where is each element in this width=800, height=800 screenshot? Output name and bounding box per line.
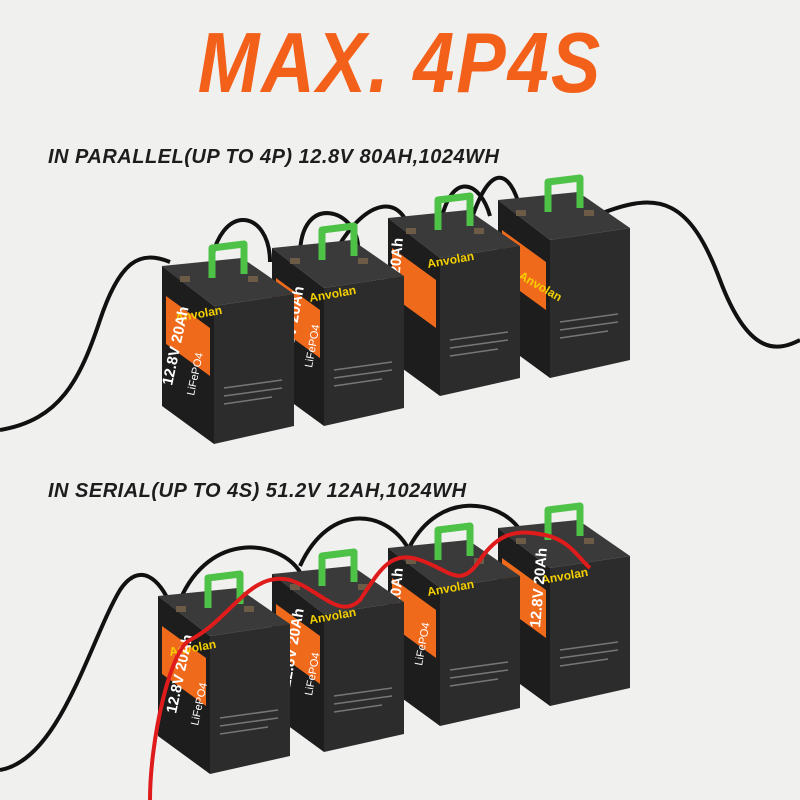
serial-battery-1: Anvolan 12.8V 20Ah LiFePO4 [158,574,290,774]
serial-cable-red [148,530,592,800]
serial-cables-black [0,503,522,772]
serial-caption: IN SERIAL(UP TO 4S) 51.2V 12AH,1024WH [48,480,467,502]
battery-rating: 12.8V 20Ah [527,547,551,628]
serial-battery-4: Anvolan 12.8V 20Ah [498,506,630,706]
headline: MAX. 4P4S [197,15,603,111]
parallel-battery-4: Anvolan [498,178,630,378]
parallel-caption: IN PARALLEL(UP TO 4P) 12.8V 80AH,1024WH [48,146,500,168]
parallel-battery-1: Anvolan 12.8V 20Ah LiFePO4 [159,244,294,444]
